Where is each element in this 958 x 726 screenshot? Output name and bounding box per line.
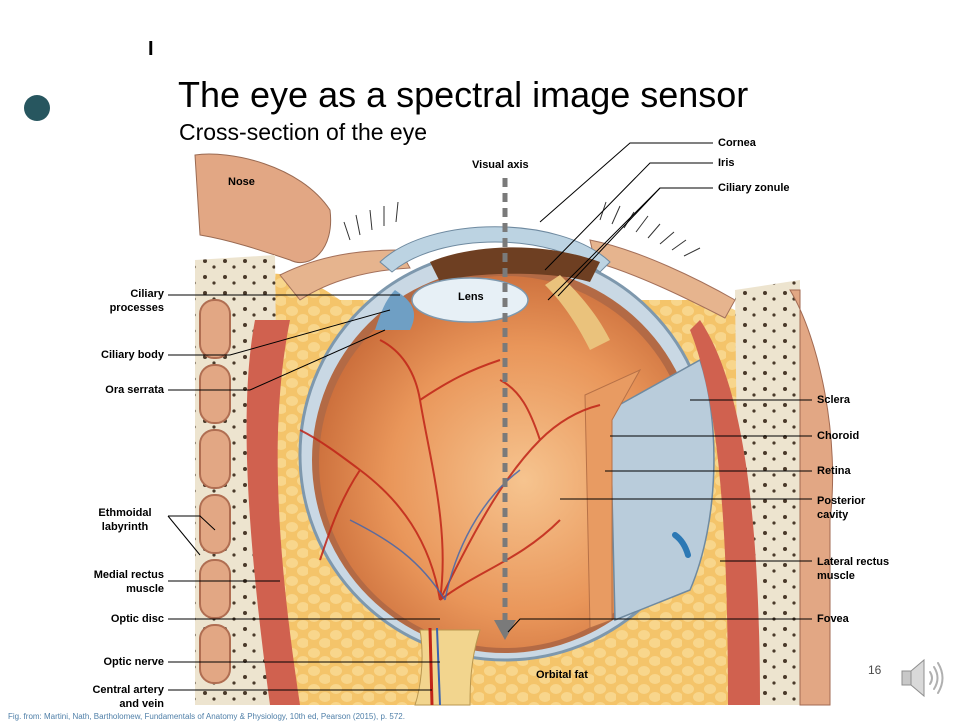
label-sclera: Sclera [817, 393, 850, 407]
label-ciliary-processes-line2: processes [74, 301, 164, 315]
label-ciliary-processes: Ciliary processes [74, 287, 164, 315]
label-medial-rectus: Medial rectus muscle [64, 568, 164, 596]
label-cornea: Cornea [718, 136, 756, 150]
label-choroid: Choroid [817, 429, 859, 443]
page-number: 16 [868, 663, 881, 677]
label-central-artery-line2: and vein [64, 697, 164, 711]
label-posterior-cavity: Posterior cavity [817, 494, 865, 522]
label-optic-disc: Optic disc [64, 612, 164, 626]
label-central-artery: Central artery and vein [64, 683, 164, 711]
label-ciliary-zonule: Ciliary zonule [718, 181, 790, 195]
label-ora-serrata: Ora serrata [64, 383, 164, 397]
slide-subtitle: Cross-section of the eye [179, 119, 427, 146]
nose-shape [195, 154, 331, 262]
slide-marker: I [148, 38, 154, 61]
label-iris: Iris [718, 156, 735, 170]
label-fovea: Fovea [817, 612, 849, 626]
label-posterior-cavity-line2: cavity [817, 508, 865, 522]
label-orbital-fat: Orbital fat [536, 668, 588, 682]
label-ethmoidal-labyrinth: Ethmoidal labyrinth [86, 506, 164, 534]
label-ethmoidal-labyrinth-line2: labyrinth [86, 520, 164, 534]
label-visual-axis: Visual axis [472, 158, 529, 172]
label-medial-rectus-line2: muscle [64, 582, 164, 596]
label-nose: Nose [228, 175, 255, 189]
speaker-icon[interactable] [900, 655, 944, 701]
label-lateral-rectus-line2: muscle [817, 569, 889, 583]
label-medial-rectus-line1: Medial rectus [64, 568, 164, 582]
label-ciliary-body: Ciliary body [64, 348, 164, 362]
label-lens: Lens [458, 290, 484, 304]
figure-caption: Fig. from: Martini, Nath, Bartholomew, F… [8, 712, 405, 721]
bullet-dot [24, 95, 50, 121]
central-vessels [430, 628, 432, 705]
label-retina: Retina [817, 464, 851, 478]
label-posterior-cavity-line1: Posterior [817, 494, 865, 508]
optic-nerve-shape [415, 630, 480, 705]
label-lateral-rectus-line1: Lateral rectus [817, 555, 889, 569]
label-lateral-rectus: Lateral rectus muscle [817, 555, 889, 583]
slide-title: The eye as a spectral image sensor [178, 74, 748, 116]
label-central-artery-line1: Central artery [64, 683, 164, 697]
label-optic-nerve: Optic nerve [64, 655, 164, 669]
label-ciliary-processes-line1: Ciliary [74, 287, 164, 301]
label-ethmoidal-labyrinth-line1: Ethmoidal [86, 506, 164, 520]
